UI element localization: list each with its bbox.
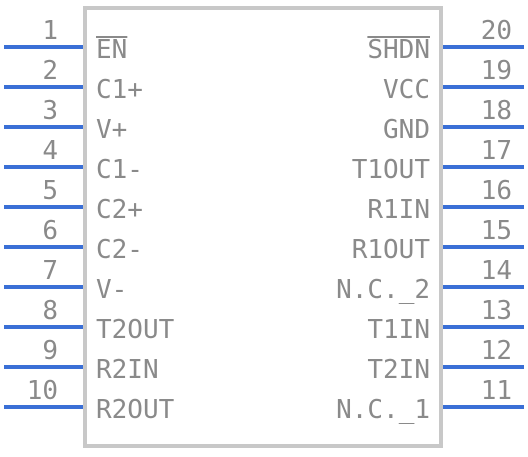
left-pin-2: 2C1+ [4, 56, 143, 105]
pin-number: 15 [481, 216, 512, 246]
left-pin-5: 5C2+ [4, 176, 143, 225]
pin-name: R1IN [367, 195, 430, 225]
pin-name: C1- [96, 155, 143, 185]
pin-name: R1OUT [352, 235, 431, 265]
pin-name: C2- [96, 235, 143, 265]
pin-number: 5 [42, 176, 58, 206]
pin-number: 20 [481, 16, 512, 46]
pin-number: 16 [481, 176, 512, 206]
pin-number: 9 [42, 336, 58, 366]
pin-name: N.C._1 [336, 395, 430, 425]
pin-number: 14 [481, 256, 512, 286]
pin-name: VCC [383, 75, 430, 105]
pin-name: GND [383, 115, 430, 145]
pin-number: 12 [481, 336, 512, 366]
pin-number: 7 [42, 256, 58, 286]
left-pin-6: 6C2- [4, 216, 143, 265]
pin-number: 6 [42, 216, 58, 246]
pin-number: 18 [481, 96, 512, 126]
pin-number: 8 [42, 296, 58, 326]
left-pin-3: 3V+ [4, 96, 127, 145]
pins-layer: 1EN2C1+3V+4C1-5C2+6C2-7V-8T2OUT9R2IN10R2… [4, 16, 524, 425]
ic-body [83, 6, 443, 448]
pin-number: 1 [42, 16, 58, 46]
pin-number: 3 [42, 96, 58, 126]
pin-name: T1IN [367, 315, 430, 345]
pin-name: V+ [96, 115, 127, 145]
pin-number: 4 [42, 136, 58, 166]
right-pin-14: 14N.C._2 [336, 256, 524, 305]
pin-number: 17 [481, 136, 512, 166]
pin-number: 19 [481, 56, 512, 86]
pin-number: 11 [481, 376, 512, 406]
pin-number: 2 [42, 56, 58, 86]
pin-number: 13 [481, 296, 512, 326]
pin-name: R2OUT [96, 395, 175, 425]
pin-name: T1OUT [352, 155, 431, 185]
pin-name: R2IN [96, 355, 159, 385]
left-pin-7: 7V- [4, 256, 127, 305]
pin-name: T2OUT [96, 315, 175, 345]
pin-name: T2IN [367, 355, 430, 385]
pin-name: C2+ [96, 195, 143, 225]
pin-name: C1+ [96, 75, 143, 105]
left-pin-1: 1EN [4, 16, 128, 65]
pin-number: 10 [27, 376, 58, 406]
right-pin-11: 11N.C._1 [336, 376, 524, 425]
left-pin-4: 4C1- [4, 136, 143, 185]
pin-name: EN [96, 35, 127, 65]
pin-name: SHDN [367, 35, 430, 65]
pin-name: N.C._2 [336, 275, 430, 305]
pin-name: V- [96, 275, 127, 305]
